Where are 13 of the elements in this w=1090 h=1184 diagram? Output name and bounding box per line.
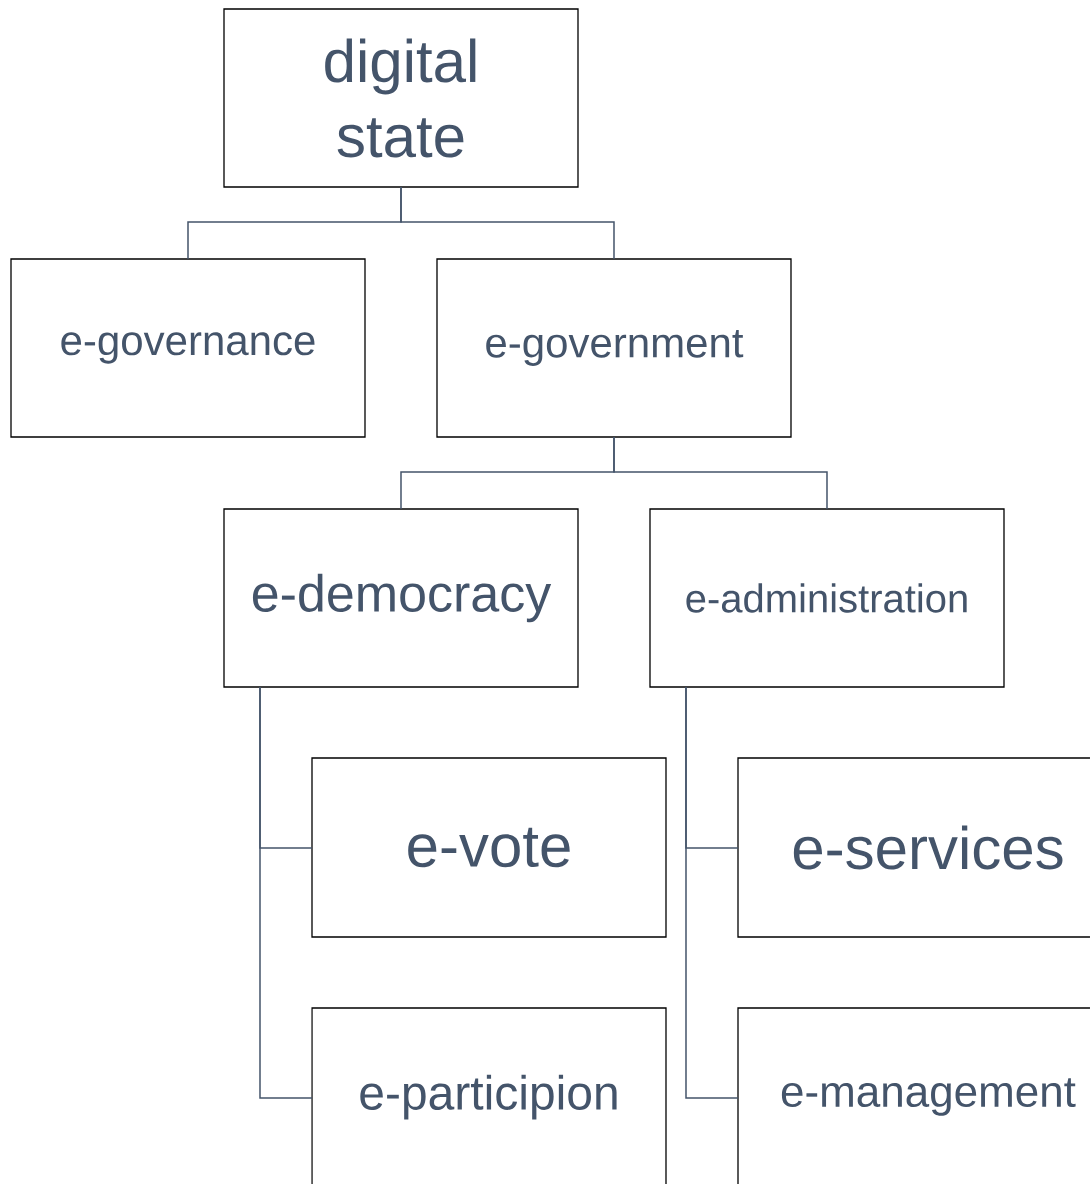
connector xyxy=(400,186,615,260)
process-box: digital state xyxy=(223,8,579,188)
process-box: e-governance xyxy=(10,258,366,438)
process-box: e-vote xyxy=(311,757,667,938)
connector xyxy=(613,436,828,510)
connector xyxy=(259,686,313,1099)
process-box: e-participion xyxy=(311,1007,667,1184)
process-box: e-government xyxy=(436,258,792,438)
process-box: e-administration xyxy=(649,508,1005,688)
connector xyxy=(685,686,739,1099)
process-box: e-democracy xyxy=(223,508,579,688)
process-box: e-management xyxy=(737,1007,1090,1184)
process-box: e-services xyxy=(737,757,1090,938)
